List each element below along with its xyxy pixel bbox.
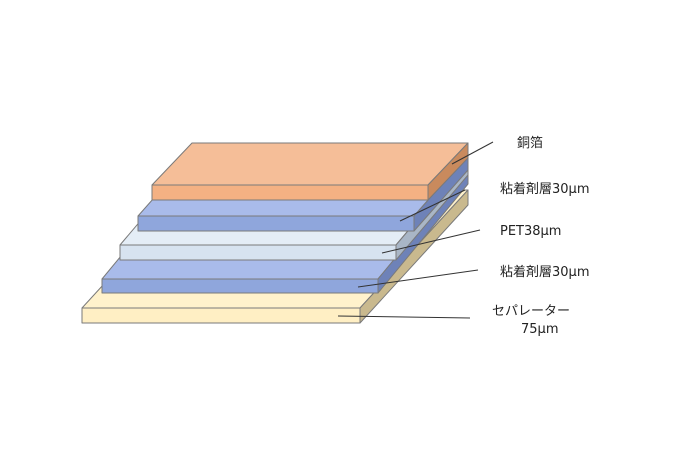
leader-line-adhesive-lower xyxy=(357,269,479,288)
copper-foil-front-face xyxy=(151,184,429,201)
label-adhesive-lower: 粘着剤層30μm xyxy=(500,265,590,280)
leader-line-adhesive-upper xyxy=(399,189,466,222)
label-separator-thickness: 75μm xyxy=(521,322,559,337)
leader-line-pet xyxy=(381,229,481,254)
adhesive-lower-front-face xyxy=(101,278,379,294)
copper-foil-top-face xyxy=(151,142,469,186)
separator-front-face xyxy=(81,307,361,324)
label-separator: セパレーター xyxy=(492,304,571,319)
layer-copper-foil xyxy=(151,142,469,201)
leader-line-copper-foil xyxy=(451,141,494,165)
label-copper-foil: 銅箔 xyxy=(517,136,544,151)
label-pet: PET38μm xyxy=(500,224,562,239)
adhesive-upper-front-face xyxy=(137,215,415,232)
leader-line-separator xyxy=(337,315,471,319)
pet-front-face xyxy=(119,244,397,261)
label-adhesive-upper: 粘着剤層30μm xyxy=(500,182,590,197)
